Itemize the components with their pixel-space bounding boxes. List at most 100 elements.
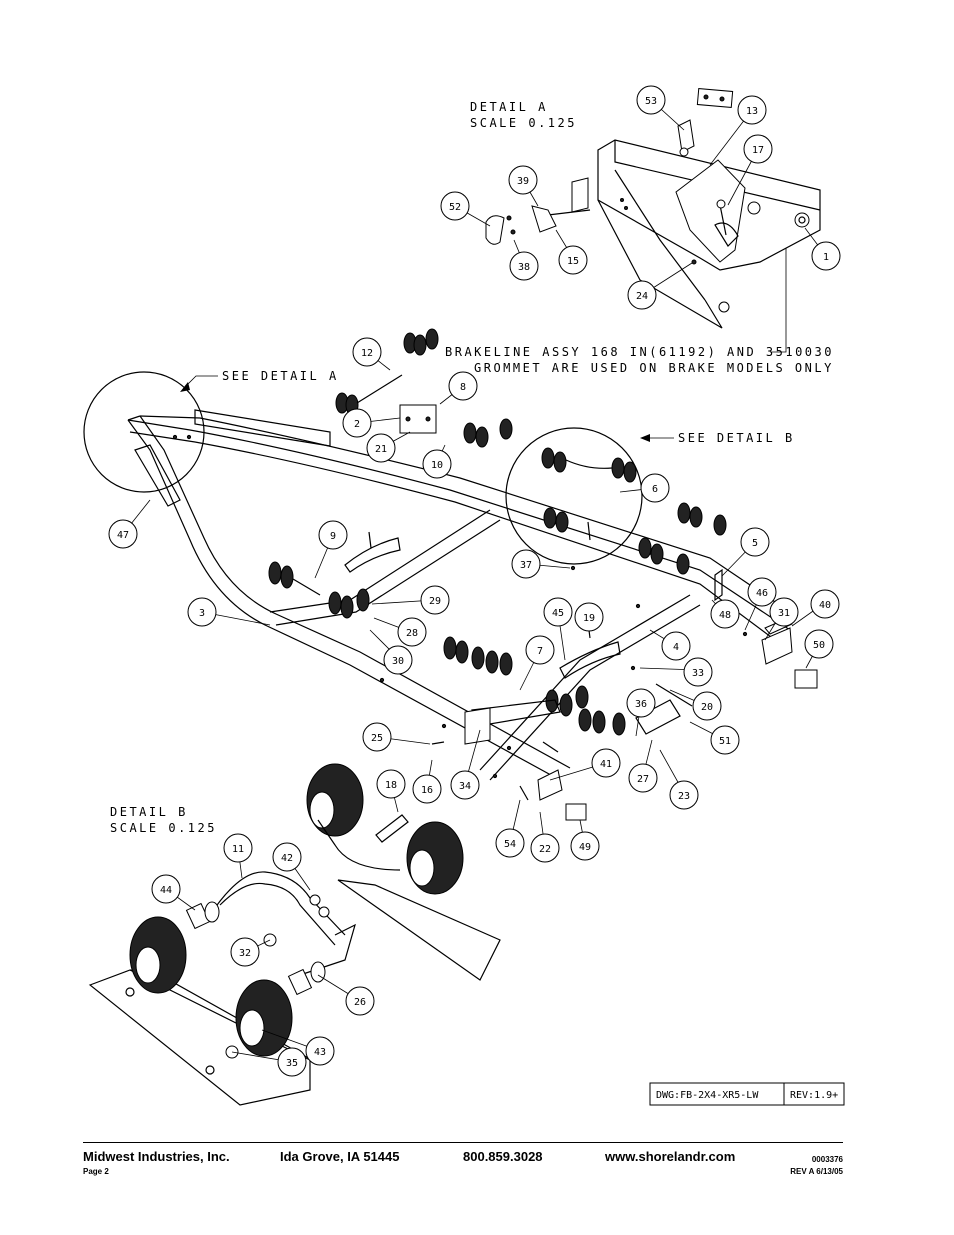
svg-text:10: 10 bbox=[431, 460, 443, 471]
callout-35: 35 bbox=[277, 1047, 307, 1077]
callout-41: 41 bbox=[591, 748, 621, 778]
footer-doc-number: 0003376 bbox=[811, 1155, 843, 1164]
callout-42: 42 bbox=[272, 842, 302, 872]
detail-a-assembly bbox=[485, 88, 821, 329]
callout-20: 20 bbox=[692, 691, 722, 721]
callout-16: 16 bbox=[412, 774, 442, 804]
svg-text:44: 44 bbox=[160, 885, 172, 896]
callout-23: 23 bbox=[669, 780, 699, 810]
svg-text:21: 21 bbox=[375, 444, 387, 455]
callout-53: 53 bbox=[636, 85, 666, 115]
svg-text:32: 32 bbox=[239, 948, 251, 959]
svg-text:24: 24 bbox=[636, 291, 648, 302]
callout-36: 36 bbox=[626, 688, 656, 718]
trailer-frame bbox=[127, 409, 818, 821]
detail-b-assembly bbox=[88, 763, 501, 1106]
callout-31: 31 bbox=[769, 597, 799, 627]
callout-51: 51 bbox=[710, 725, 740, 755]
svg-text:7: 7 bbox=[537, 646, 543, 657]
svg-text:5: 5 bbox=[752, 538, 758, 549]
drawing-revision: REV:1.9+ bbox=[790, 1090, 838, 1101]
callout-32: 32 bbox=[230, 937, 260, 967]
svg-text:49: 49 bbox=[579, 842, 591, 853]
svg-text:11: 11 bbox=[232, 844, 244, 855]
callout-29: 29 bbox=[420, 585, 450, 615]
svg-text:42: 42 bbox=[281, 853, 293, 864]
svg-text:52: 52 bbox=[449, 202, 461, 213]
detail-b-scale: SCALE 0.125 bbox=[110, 821, 217, 835]
callout-33: 33 bbox=[683, 657, 713, 687]
svg-text:31: 31 bbox=[778, 608, 790, 619]
svg-text:4: 4 bbox=[673, 642, 679, 653]
callout-2: 2 bbox=[342, 408, 372, 438]
callout-39: 39 bbox=[508, 165, 538, 195]
svg-text:45: 45 bbox=[552, 608, 564, 619]
page-footer: Midwest Industries, Inc. Ida Grove, IA 5… bbox=[83, 1142, 843, 1176]
callout-3: 3 bbox=[187, 597, 217, 627]
footer-location: Ida Grove, IA 51445 bbox=[280, 1149, 400, 1164]
callout-21: 21 bbox=[366, 433, 396, 463]
svg-text:2: 2 bbox=[354, 419, 360, 430]
detail-b-title: DETAIL B bbox=[110, 805, 188, 819]
callout-5: 5 bbox=[740, 527, 770, 557]
callout-37: 37 bbox=[511, 549, 541, 579]
callout-28: 28 bbox=[397, 617, 427, 647]
brakeline-note-line1: BRAKELINE ASSY 168 IN(61192) AND 3510030 bbox=[445, 345, 834, 359]
svg-text:39: 39 bbox=[517, 176, 529, 187]
svg-text:19: 19 bbox=[583, 613, 595, 624]
svg-text:28: 28 bbox=[406, 628, 418, 639]
svg-text:35: 35 bbox=[286, 1058, 298, 1069]
svg-text:30: 30 bbox=[392, 656, 404, 667]
svg-text:22: 22 bbox=[539, 844, 551, 855]
callout-30: 30 bbox=[383, 645, 413, 675]
footer-company: Midwest Industries, Inc. bbox=[83, 1149, 230, 1164]
footer-phone: 800.859.3028 bbox=[463, 1149, 543, 1164]
callout-50: 50 bbox=[804, 629, 834, 659]
callout-15: 15 bbox=[558, 245, 588, 275]
detail-a-scale: SCALE 0.125 bbox=[470, 116, 577, 130]
svg-text:51: 51 bbox=[719, 736, 731, 747]
drawing-title-block: DWG:FB-2X4-XR5-LW REV:1.9+ bbox=[649, 1082, 845, 1106]
svg-text:9: 9 bbox=[330, 531, 336, 542]
callout-6: 6 bbox=[640, 473, 670, 503]
callout-19: 19 bbox=[574, 602, 604, 632]
svg-text:34: 34 bbox=[459, 781, 471, 792]
callout-54: 54 bbox=[495, 828, 525, 858]
svg-text:41: 41 bbox=[600, 759, 612, 770]
callout-48: 48 bbox=[710, 599, 740, 629]
svg-text:23: 23 bbox=[678, 791, 690, 802]
svg-text:43: 43 bbox=[314, 1047, 326, 1058]
svg-text:33: 33 bbox=[692, 668, 704, 679]
svg-text:25: 25 bbox=[371, 733, 383, 744]
callout-46: 46 bbox=[747, 577, 777, 607]
callout-1: 1 bbox=[811, 241, 841, 271]
callout-27: 27 bbox=[628, 763, 658, 793]
see-detail-b: SEE DETAIL B bbox=[678, 431, 795, 445]
callout-12: 12 bbox=[352, 337, 382, 367]
svg-text:16: 16 bbox=[421, 785, 433, 796]
svg-text:13: 13 bbox=[746, 106, 758, 117]
svg-text:15: 15 bbox=[567, 256, 579, 267]
callout-40: 40 bbox=[810, 589, 840, 619]
callout-43: 43 bbox=[305, 1036, 335, 1066]
svg-text:18: 18 bbox=[385, 780, 397, 791]
callout-22: 22 bbox=[530, 833, 560, 863]
callout-44: 44 bbox=[151, 874, 181, 904]
footer-revision: REV A 6/13/05 bbox=[790, 1167, 843, 1176]
svg-text:54: 54 bbox=[504, 839, 516, 850]
callout-45: 45 bbox=[543, 597, 573, 627]
svg-text:8: 8 bbox=[460, 382, 466, 393]
svg-text:48: 48 bbox=[719, 610, 731, 621]
callout-13: 13 bbox=[737, 95, 767, 125]
part-callouts: 53 13 17 39 52 38 15 24 1 12 8 2 21 10 4… bbox=[108, 85, 841, 1077]
svg-text:27: 27 bbox=[637, 774, 649, 785]
brakeline-note-line2: GROMMET ARE USED ON BRAKE MODELS ONLY bbox=[474, 361, 834, 375]
roller-assemblies bbox=[268, 328, 727, 801]
callout-34: 34 bbox=[450, 770, 480, 800]
svg-text:38: 38 bbox=[518, 262, 530, 273]
callout-52: 52 bbox=[440, 191, 470, 221]
callout-10: 10 bbox=[422, 449, 452, 479]
callout-25: 25 bbox=[362, 722, 392, 752]
svg-text:47: 47 bbox=[117, 530, 129, 541]
